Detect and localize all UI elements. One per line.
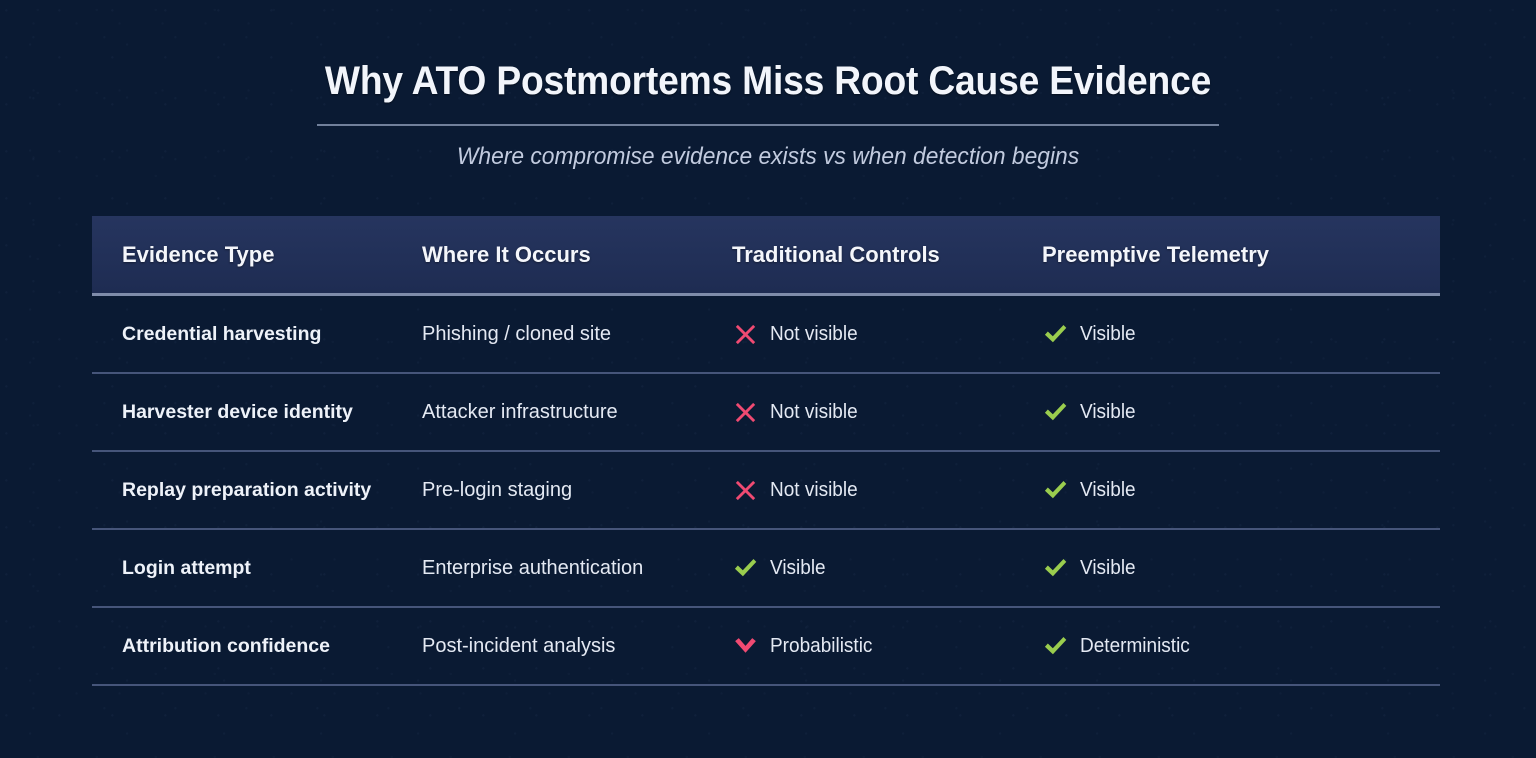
status-label: Deterministic — [1080, 634, 1190, 657]
table-header-row: Evidence Type Where It Occurs Traditiona… — [92, 216, 1440, 296]
cell-traditional-controls: Not visible — [732, 477, 1042, 504]
page-title: Why ATO Postmortems Miss Root Cause Evid… — [324, 59, 1212, 103]
check-mark-icon — [1044, 636, 1067, 654]
table-row: Credential harvesting Phishing / cloned s… — [92, 296, 1440, 374]
cell-preemptive-telemetry: Visible — [1042, 399, 1440, 426]
status-label: Not visible — [770, 322, 858, 345]
cell-evidence-type: Attribution confidence — [122, 634, 330, 657]
table-row: Replay preparation activity Pre-login sta… — [92, 452, 1440, 530]
status-label: Visible — [1080, 478, 1136, 501]
check-mark-icon — [1044, 324, 1067, 342]
page-subtitle: Where compromise evidence exists vs when… — [456, 143, 1080, 170]
status-label: Not visible — [770, 478, 858, 501]
cross-mark-icon — [735, 324, 756, 344]
cell-traditional-controls: Not visible — [732, 399, 1042, 426]
cell-traditional-controls: Visible — [732, 555, 1042, 582]
column-header-preemptive-telemetry: Preemptive Telemetry — [1042, 241, 1270, 267]
table-row: Login attempt Enterprise authentication Vi… — [92, 530, 1440, 608]
cell-traditional-controls: Not visible — [732, 321, 1042, 348]
cell-preemptive-telemetry: Visible — [1042, 477, 1440, 504]
cell-evidence-type: Replay preparation activity — [122, 478, 372, 501]
check-mark-icon — [1044, 480, 1067, 498]
cell-traditional-controls: Probabilistic — [732, 633, 1042, 660]
cross-mark-icon — [735, 480, 756, 500]
status-label: Not visible — [770, 400, 858, 423]
cell-where-it-occurs: Post-incident analysis — [422, 634, 616, 657]
status-label: Visible — [1080, 400, 1136, 423]
cell-preemptive-telemetry: Visible — [1042, 555, 1440, 582]
cell-where-it-occurs: Pre-login staging — [422, 478, 573, 501]
title-divider — [317, 124, 1219, 126]
cell-where-it-occurs: Attacker infrastructure — [422, 400, 618, 423]
cell-evidence-type: Login attempt — [122, 556, 251, 579]
cross-mark-icon — [735, 402, 756, 422]
table-row: Harvester device identity Attacker infras… — [92, 374, 1440, 452]
evidence-comparison-table: Evidence Type Where It Occurs Traditiona… — [92, 216, 1440, 686]
chevron-down-icon — [735, 637, 756, 653]
table-body: Credential harvesting Phishing / cloned s… — [92, 296, 1440, 686]
cell-where-it-occurs: Phishing / cloned site — [422, 322, 612, 345]
status-label: Probabilistic — [770, 634, 873, 657]
status-label: Visible — [770, 556, 826, 579]
column-header-traditional-controls: Traditional Controls — [732, 241, 940, 267]
status-label: Visible — [1080, 322, 1136, 345]
column-header-evidence-type: Evidence Type — [122, 241, 275, 267]
column-header-where-it-occurs: Where It Occurs — [422, 241, 591, 267]
check-mark-icon — [1044, 558, 1067, 576]
cell-where-it-occurs: Enterprise authentication — [422, 556, 644, 579]
check-mark-icon — [734, 558, 757, 576]
check-mark-icon — [1044, 402, 1067, 420]
status-label: Visible — [1080, 556, 1136, 579]
cell-preemptive-telemetry: Visible — [1042, 321, 1440, 348]
title-block: Why ATO Postmortems Miss Root Cause Evid… — [0, 56, 1536, 172]
table-row: Attribution confidence Post-incident anal… — [92, 608, 1440, 686]
cell-preemptive-telemetry: Deterministic — [1042, 633, 1440, 660]
cell-evidence-type: Credential harvesting — [122, 322, 322, 345]
cell-evidence-type: Harvester device identity — [122, 400, 353, 423]
